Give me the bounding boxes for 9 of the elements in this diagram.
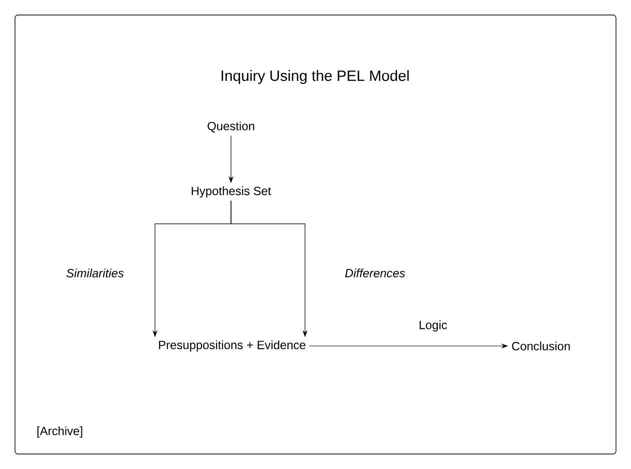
step-text: Hypothesis Set [192, 186, 272, 198]
title: Inquiry Using the PEL Model [222, 70, 409, 84]
archive-note: [Archive] [37, 426, 82, 438]
edge-label: Similarities [66, 268, 124, 278]
edge-label: Differences [345, 268, 405, 278]
step-text: Question [208, 122, 254, 132]
edge-label: Logic [420, 320, 447, 332]
step-text: Conclusion [512, 342, 570, 350]
step-text: Presuppositions + Evidence [159, 340, 306, 352]
